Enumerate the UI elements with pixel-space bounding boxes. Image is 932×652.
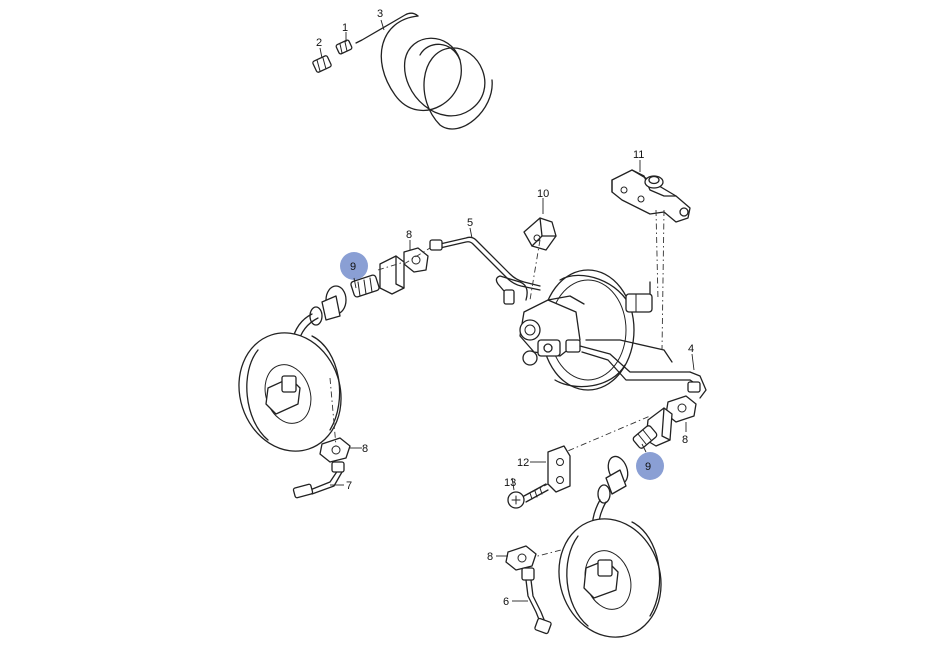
callout-10: 10 (537, 188, 549, 200)
highlight-circle-9-upper (340, 252, 368, 280)
brake-servo (541, 269, 653, 391)
hose-bracket-upper (379, 255, 405, 295)
brake-pipe-7 (292, 461, 345, 499)
brake-pipe-6 (521, 567, 552, 635)
union-fitting-1 (335, 39, 353, 55)
callout-3: 3 (377, 8, 383, 20)
master-cylinder (519, 295, 585, 366)
bracket-12 (547, 445, 571, 493)
callout-5: 5 (467, 217, 473, 229)
callout-8-left: 8 (362, 443, 368, 455)
callout-12: 12 (517, 457, 529, 469)
brake-line-coil (355, 12, 493, 130)
brake-pipe-5 (429, 236, 541, 291)
brake-hose-9-lower (591, 425, 658, 553)
callout-4: 4 (688, 343, 694, 355)
callout-1: 1 (342, 22, 348, 34)
highlight-circle-9-lower (636, 452, 664, 480)
callout-8-right: 8 (682, 434, 688, 446)
callout-9-upper: 9 (350, 261, 356, 273)
clip-8-left (319, 437, 351, 463)
bracket-10 (523, 217, 557, 251)
callout-11: 11 (633, 149, 644, 161)
callout-9-lower: 9 (645, 461, 651, 473)
callout-8-upper: 8 (406, 229, 412, 241)
bolt-13 (507, 483, 549, 509)
bracket-11 (611, 169, 691, 223)
brake-pipe-4 (687, 371, 707, 399)
callout-6: 6 (503, 596, 509, 608)
callout-7: 7 (346, 480, 352, 492)
callout-8-lower: 8 (487, 551, 493, 563)
callout-2: 2 (316, 37, 322, 49)
assembly-centerlines (329, 209, 665, 559)
union-nut-2 (312, 55, 332, 73)
servo-pipes (495, 275, 691, 381)
brake-disc-left (238, 332, 342, 452)
callout-13: 13 (504, 477, 516, 489)
clip-8-lower (505, 545, 537, 571)
brake-disc-right (558, 518, 662, 638)
